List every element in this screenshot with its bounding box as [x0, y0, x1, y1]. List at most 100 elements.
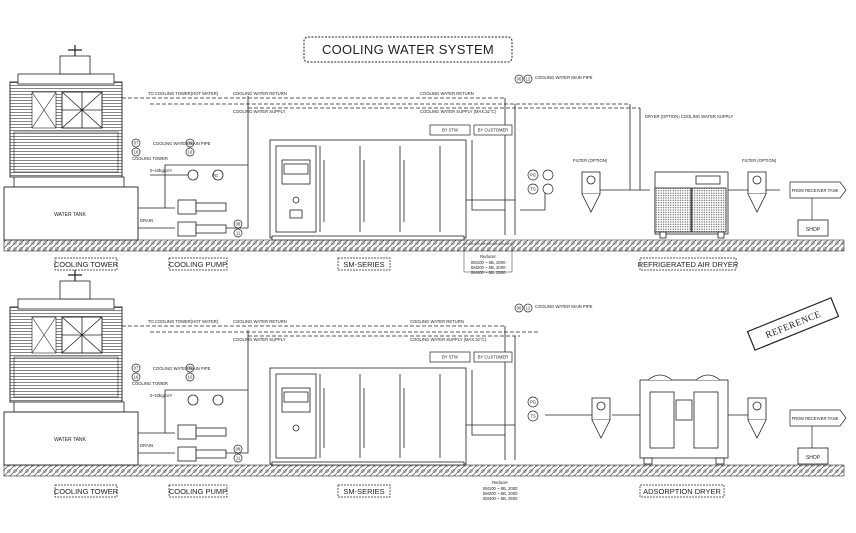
- section-2-labels: COOLING TOWER COOLING PUMP SM-SERIES ADS…: [54, 484, 725, 498]
- cooling-tower: [9, 45, 125, 188]
- tag-07-16-b: 07 16 COOLING TOWER: [131, 363, 168, 386]
- dimension-note: Reducer SM100 ~ 6B, 2000 SM200 ~ 6B, 200…: [471, 254, 506, 275]
- label-cooling-pump: COOLING PUMP: [169, 260, 227, 269]
- dryer-option-label: DRYER (OPTION) COOLING WATER SUPPLY: [645, 114, 733, 119]
- svg-text:SM100 ~ 6B, 2000: SM100 ~ 6B, 2000: [471, 260, 506, 265]
- to-tower-label-2: TO COOLING TOWER(HOT WATER): [148, 319, 219, 324]
- tag-08-11: 08 11: [233, 219, 243, 238]
- svg-text:BY STW: BY STW: [442, 355, 458, 360]
- pg-tag: PG: [530, 173, 536, 178]
- refrigerated-air-dryer: [654, 171, 729, 239]
- diagram-title: COOLING WATER SYSTEM: [322, 42, 494, 57]
- svg-text:07: 07: [134, 366, 139, 371]
- ground: [3, 239, 845, 252]
- reference-stamp: REFERENCE: [746, 297, 840, 351]
- pressure-label: 0~10kg/cm²: [150, 168, 173, 173]
- pressure-label-2: 0~10kg/cm²: [150, 393, 173, 398]
- shop-box-2: SHOP: [797, 447, 829, 465]
- svg-text:COOLING WATER MAIN PIPE: COOLING WATER MAIN PIPE: [153, 141, 211, 146]
- ts-tag: TS: [530, 187, 536, 192]
- tag-06-12: 06 12 COOLING WATER MAIN PIPE: [514, 74, 593, 84]
- sm-series-compressor-2: [269, 367, 467, 466]
- adsorption-dryer: [639, 374, 729, 465]
- svg-text:08: 08: [236, 222, 241, 227]
- svg-text:SHOP: SHOP: [806, 227, 821, 233]
- drain-label: DRAIN: [140, 218, 153, 223]
- sm-series-compressor: [269, 139, 467, 241]
- svg-text:09: 09: [188, 366, 193, 371]
- svg-text:COOLING WATER MAIN PIPE: COOLING WATER MAIN PIPE: [535, 75, 593, 80]
- filter-b1: [591, 397, 611, 439]
- label-adsorption-dryer: ADSORPTION DRYER: [643, 487, 721, 496]
- gauge-cluster-2: [527, 396, 539, 422]
- svg-text:COOLING TOWER: COOLING TOWER: [132, 381, 168, 386]
- section-1-labels: COOLING TOWER COOLING PUMP SM-SERIES REF…: [54, 257, 739, 271]
- return-label: COOLING WATER RETURN: [233, 91, 287, 96]
- label-cooling-tower-2: COOLING TOWER: [54, 487, 119, 496]
- svg-text:FROM RECEIVER TANK: FROM RECEIVER TANK: [792, 416, 839, 421]
- filter-option-2: [747, 171, 767, 213]
- receiver-arrow-2: FROM RECEIVER TANK: [789, 409, 847, 448]
- label-dryer: REFRIGERATED AIR DRYER: [638, 260, 739, 269]
- water-tank-label-2: WATER TANK: [54, 437, 86, 443]
- tag-09-10: 09 10 COOLING WATER MAIN PIPE: [153, 138, 211, 157]
- svg-text:SM100 ~ 6B, 2000: SM100 ~ 6B, 2000: [483, 486, 518, 491]
- svg-text:COOLING WATER MAIN PIPE: COOLING WATER MAIN PIPE: [153, 366, 211, 371]
- svg-text:08: 08: [236, 447, 241, 452]
- pg-tag-2: PG: [530, 400, 536, 405]
- svg-text:16: 16: [134, 375, 139, 380]
- svg-text:Reducer: Reducer: [492, 480, 508, 485]
- cooling-tower-2: [9, 270, 125, 413]
- pg-label: PG: [212, 173, 218, 178]
- cooling-pump-2: [138, 330, 249, 462]
- filter-label: FILTER (OPTION): [573, 158, 608, 163]
- svg-text:SM400 ~ 6B, 2500: SM400 ~ 6B, 2500: [483, 496, 518, 501]
- system-section-1: WATER TANK DRAIN 0~10kg/cm² PG TO: [3, 45, 847, 275]
- svg-text:FROM RECEIVER TANK: FROM RECEIVER TANK: [792, 188, 839, 193]
- svg-text:BY CUSTOMER: BY CUSTOMER: [478, 355, 509, 360]
- svg-text:Reducer: Reducer: [480, 254, 496, 259]
- label-cooling-pump-2: COOLING PUMP: [169, 487, 227, 496]
- label-cooling-tower: COOLING TOWER: [54, 260, 119, 269]
- foundation: [463, 243, 513, 273]
- filter-b2: [747, 397, 767, 439]
- svg-text:07: 07: [134, 141, 139, 146]
- svg-text:SHOP: SHOP: [806, 455, 821, 461]
- svg-text:SM200 ~ 6B, 2000: SM200 ~ 6B, 2000: [471, 265, 506, 270]
- ground-2: [3, 464, 845, 477]
- svg-text:10: 10: [188, 375, 193, 380]
- label-sm-series: SM-SERIES: [343, 260, 384, 269]
- svg-text:09: 09: [188, 141, 193, 146]
- tag-09-10-b: 09 10 COOLING WATER MAIN PIPE: [153, 363, 211, 382]
- water-tank: [3, 186, 139, 241]
- svg-text:06: 06: [517, 306, 522, 311]
- return-label-4: COOLING WATER RETURN: [410, 319, 464, 324]
- supply-label-2: COOLING WATER SUPPLY: [233, 337, 286, 342]
- svg-text:12: 12: [526, 77, 531, 82]
- return-label-3: COOLING WATER RETURN: [233, 319, 287, 324]
- supply-max-label: COOLING WATER SUPPLY (MAX.32°C): [420, 109, 497, 114]
- svg-text:BY STW: BY STW: [442, 128, 458, 133]
- water-tank-2: [3, 411, 139, 466]
- svg-text:11: 11: [236, 456, 241, 461]
- system-section-2: WATER TANK DRAIN 0~10kg/cm² TO COOLING T…: [3, 270, 847, 501]
- receiver-arrow: FROM RECEIVER TANK: [789, 181, 847, 220]
- label-sm-series-2: SM-SERIES: [343, 487, 384, 496]
- cooling-pump: [138, 96, 249, 237]
- ts-tag-2: TS: [530, 414, 536, 419]
- svg-text:SM200 ~ 6B, 2000: SM200 ~ 6B, 2000: [483, 491, 518, 496]
- tag-08-11-b: 08 11: [233, 444, 243, 463]
- tag-06-12-b: 06 12 COOLING WATER MAIN PIPE: [514, 303, 593, 313]
- svg-text:COOLING WATER MAIN PIPE: COOLING WATER MAIN PIPE: [535, 304, 593, 309]
- to-tower-label: TO COOLING TOWER(HOT WATER): [148, 91, 219, 96]
- svg-text:COOLING TOWER: COOLING TOWER: [132, 156, 168, 161]
- return-label-2: COOLING WATER RETURN: [420, 91, 474, 96]
- shop-box-1: SHOP: [797, 219, 829, 237]
- tag-07-16: 07 16 COOLING TOWER: [131, 138, 168, 161]
- svg-text:10: 10: [188, 150, 193, 155]
- svg-text:BY CUSTOMER: BY CUSTOMER: [478, 128, 509, 133]
- supply-label: COOLING WATER SUPPLY: [233, 109, 286, 114]
- svg-text:12: 12: [526, 306, 531, 311]
- filter-label-2: FILTER (OPTION): [742, 158, 777, 163]
